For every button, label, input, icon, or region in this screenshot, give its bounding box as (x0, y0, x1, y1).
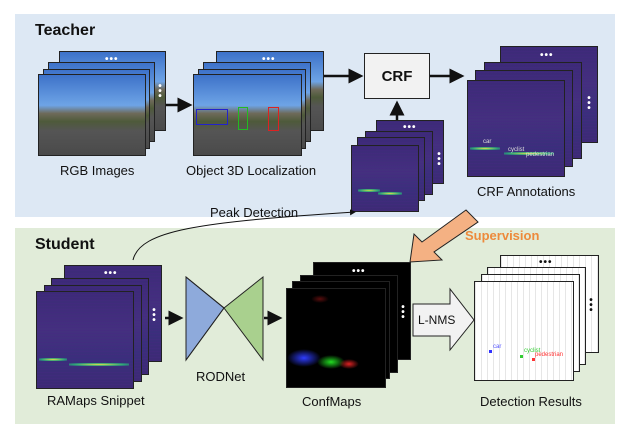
peak-frame-1 (351, 145, 419, 212)
crf-annotations-label: CRF Annotations (477, 184, 576, 199)
ellipsis-icon: ••• (540, 50, 554, 61)
vertical-ellipsis-icon: • • • (401, 302, 405, 323)
pedestrian-confidence-blob (339, 359, 359, 369)
peak-blob (504, 152, 554, 155)
vertical-ellipsis-icon: • • • (158, 81, 162, 102)
car-point (489, 350, 492, 353)
rgb-images-label: RGB Images (60, 163, 135, 178)
peak-blob (69, 363, 129, 366)
detection-tag-cyclist: cyclist (524, 348, 541, 354)
vertical-ellipsis-icon: • • • (437, 149, 441, 170)
ramaps-label: RAMaps Snippet (47, 393, 145, 408)
cyclist-bbox (238, 107, 248, 130)
crf-tag-pedestrian: pedestrian (526, 152, 555, 158)
crf-frame-1: car cyclist pedestrian (467, 80, 565, 177)
supervision-label: Supervision (465, 228, 540, 243)
crf-tag-cyclist: cyclist (508, 147, 525, 153)
ellipsis-icon: ••• (105, 54, 119, 65)
ramap-frame-1 (36, 291, 134, 389)
peak-blob (470, 147, 500, 150)
detection-frame-1: car cyclist pedestrian (474, 281, 574, 381)
lnms-label: L-NMS (418, 313, 456, 327)
vertical-ellipsis-icon: • • • (152, 305, 156, 326)
pedestrian-bbox (268, 107, 279, 131)
crf-tag-car: car (483, 139, 492, 145)
ellipsis-icon: ••• (539, 257, 553, 268)
car-confidence-blob (287, 349, 321, 367)
confmaps-label: ConfMaps (302, 394, 362, 409)
confmap-frame-1 (286, 288, 386, 388)
vertical-ellipsis-icon: • • • (589, 295, 593, 316)
ellipsis-icon: ••• (104, 268, 118, 279)
cyclist-confidence-blob (317, 355, 345, 369)
crf-box: CRF (364, 53, 430, 99)
rodnet-label: RODNet (196, 369, 246, 384)
vertical-ellipsis-icon: • • • (587, 93, 591, 114)
teacher-title: Teacher (35, 22, 96, 39)
rgb-frame-1 (38, 74, 146, 156)
localization-label: Object 3D Localization (186, 163, 317, 178)
faint-confidence-blob (311, 295, 329, 303)
pedestrian-point (532, 358, 535, 361)
ellipsis-icon: ••• (262, 54, 276, 65)
loc-frame-1 (193, 74, 302, 156)
detection-tag-pedestrian: pedestrian (535, 352, 564, 358)
detection-results-label: Detection Results (480, 394, 582, 409)
ellipsis-icon: ••• (352, 266, 366, 277)
peak-blob (378, 192, 402, 195)
cyclist-point (520, 355, 523, 358)
peak-detection-label: Peak Detection (210, 205, 299, 220)
peak-blob (39, 358, 67, 361)
car-bbox (196, 109, 228, 125)
peak-blob (358, 189, 380, 192)
detection-tag-car: car (493, 344, 502, 350)
ellipsis-icon: ••• (403, 122, 417, 133)
student-title: Student (35, 236, 95, 253)
